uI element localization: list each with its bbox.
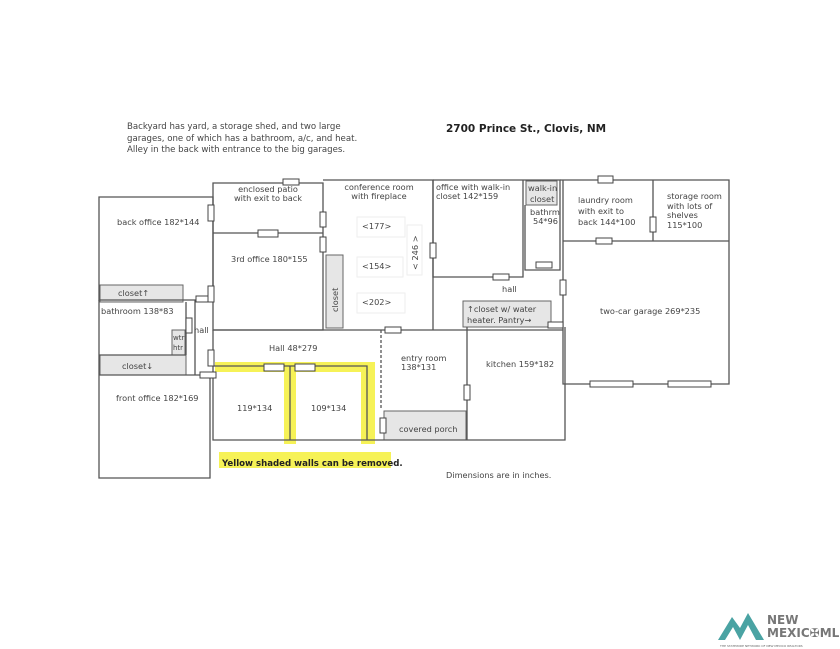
closet-up-text: closet (118, 288, 143, 298)
label-storage: shelves (667, 210, 698, 220)
label-conference: with fireplace (351, 191, 406, 201)
arrow-up-icon: ↑ (467, 304, 474, 314)
label-entry: 138*131 (401, 362, 436, 372)
label-room-b: 109*134 (311, 403, 346, 413)
removable-wall-highlight (215, 362, 391, 468)
note-line: Alley in the back with entrance to the b… (127, 145, 346, 155)
conf-closet-box (325, 254, 344, 329)
dim-box (356, 256, 404, 278)
label-hall-main: Hall 48*279 (269, 343, 317, 353)
note-line: garages, one of which has a bathroom, a/… (127, 133, 358, 144)
label-bathrm: 54*96 (533, 216, 558, 226)
label-entry: entry room (401, 353, 446, 363)
label-water-closet: ↑closet w/ water (467, 304, 537, 314)
label-front-office: front office 182*169 (116, 393, 199, 403)
note-line: Backyard has yard, a storage shed, and t… (127, 122, 341, 132)
yellow-note: Yellow shaded walls can be removed. (221, 459, 403, 469)
label-conference: conference room (344, 182, 413, 192)
dim-box (356, 292, 406, 314)
new-mexico-mls-logo: NEW MEXIC✠MLS THE STATEWIDE NETWORK OF N… (718, 613, 840, 648)
label-porch: covered porch (399, 424, 458, 434)
label-laundry: laundry room (578, 195, 633, 205)
label-laundry: back 144*100 (578, 217, 635, 227)
label-closet-up: closet↑ (118, 288, 149, 298)
label-wtr-htr: wtr (173, 334, 184, 342)
dim-box (406, 224, 423, 276)
label-dim: <202> (362, 297, 391, 307)
svg-text:MEXIC✠MLS: MEXIC✠MLS (767, 626, 840, 640)
label-third-office: 3rd office 180*155 (231, 254, 308, 264)
dim-box (356, 216, 406, 238)
walls (98, 179, 730, 479)
doors (185, 175, 712, 434)
svg-text:NEW: NEW (767, 613, 798, 627)
label-patio: enclosed patio (238, 184, 298, 194)
label-hall: hall (502, 284, 517, 294)
closet-down-text: closet (122, 361, 147, 371)
label-dim: <177> (362, 221, 391, 231)
arrow-down-icon: ↓ (146, 361, 153, 371)
label-closet-down: closet↓ (122, 361, 153, 371)
label-office-walkin: office with walk-in (436, 182, 510, 192)
closet-up-box (99, 284, 184, 303)
label-bathrm: bathrm (530, 207, 560, 217)
arrow-up-icon: ↑ (142, 288, 149, 298)
label-back-office: back office 182*144 (117, 217, 199, 227)
label-garage: two-car garage 269*235 (600, 306, 700, 316)
label-storage: 115*100 (667, 220, 702, 230)
address-title: 2700 Prince St., Clovis, NM (446, 123, 607, 135)
label-office-walkin: closet 142*159 (436, 191, 498, 201)
svg-text:THE STATEWIDE NETWORK OF NEW M: THE STATEWIDE NETWORK OF NEW MEXICO REAL… (719, 644, 803, 648)
label-patio: with exit to back (234, 193, 302, 203)
water-closet-line: heater. Pantry (467, 315, 525, 325)
label-water-closet: heater. Pantry→ (467, 315, 532, 325)
label-bathroom: bathroom 138*83 (101, 306, 174, 316)
label-wtr-htr: htr (173, 344, 183, 352)
arrow-right-icon: → (525, 315, 532, 325)
label-conf-closet: closet (330, 287, 340, 312)
walkin-closet-box (525, 180, 558, 206)
porch-box (383, 410, 467, 441)
label-hall-left: hall (194, 325, 209, 335)
label-walkin-closet: walk-in (528, 183, 557, 193)
water-closet-line: closet w/ water (474, 304, 537, 314)
label-storage: storage room (667, 191, 722, 201)
water-closet-box (462, 300, 552, 328)
label-room-a: 119*134 (237, 403, 272, 413)
backyard-notes: Backyard has yard, a storage shed, and t… (127, 122, 357, 157)
dimensions-note: Dimensions are in inches. (446, 470, 551, 480)
label-kitchen: kitchen 159*182 (486, 359, 554, 369)
label-walkin-closet: closet (530, 194, 555, 204)
label-laundry: with exit to (578, 206, 624, 216)
label-storage: with lots of (667, 201, 713, 211)
label-dim: < 246 > (410, 235, 420, 270)
label-dim: <154> (362, 261, 391, 271)
